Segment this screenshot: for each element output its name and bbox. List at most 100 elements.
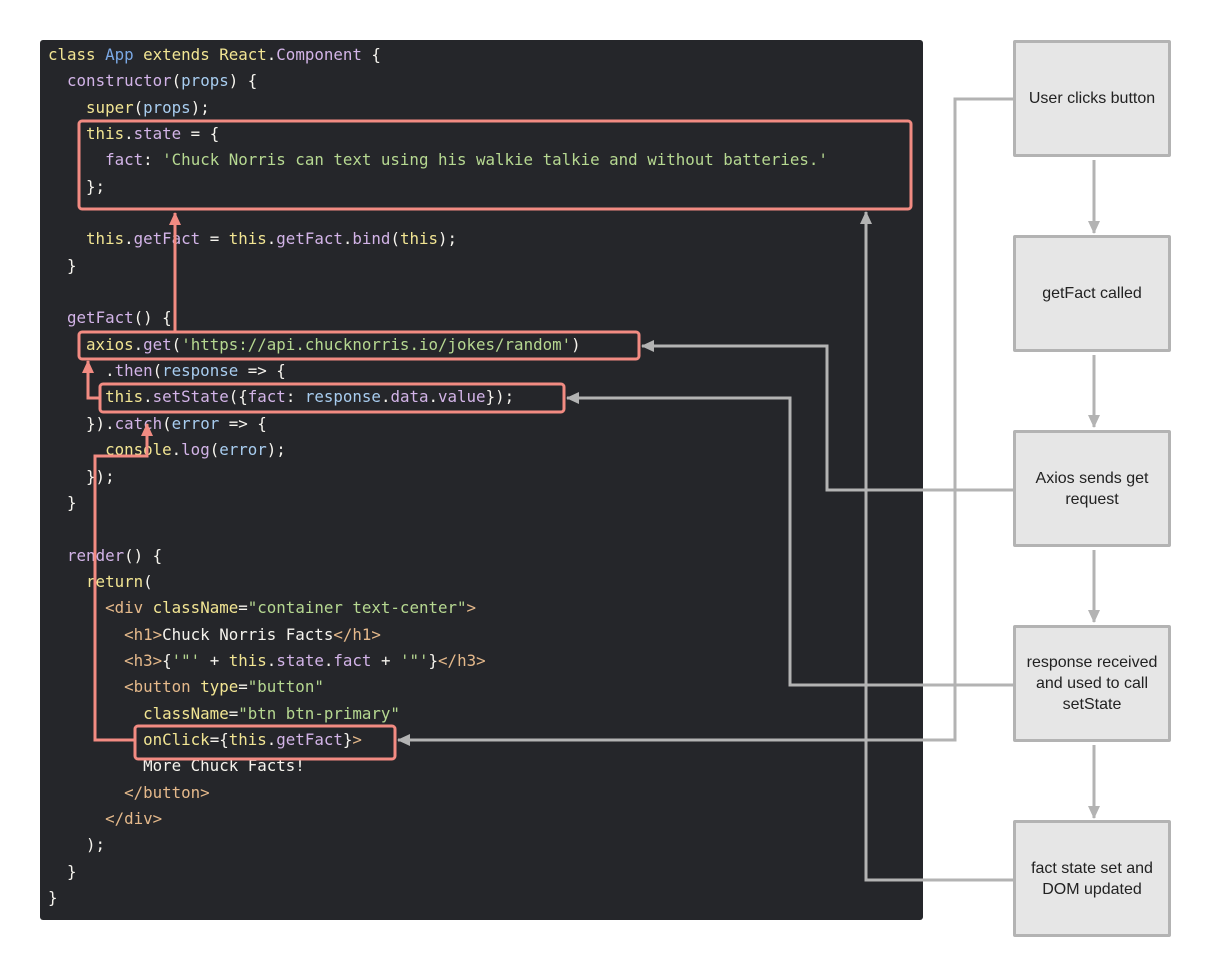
code-token: ); [266,440,286,460]
code-line: </div> [48,806,828,832]
flow-step-axios-request: Axios sends get request [1013,430,1171,547]
code-token: . [133,334,144,354]
code-token [48,440,105,459]
code-token [48,71,67,90]
code-block: class App extends React.Component { cons… [48,42,828,911]
code-token [48,98,86,117]
code-line [48,200,828,226]
code-token: </button> [124,782,210,802]
code-token [48,730,143,749]
code-token: : [143,150,163,170]
code-token: = [228,703,239,723]
code-token: + [371,650,400,670]
code-token: ( [162,413,172,433]
code-token: ={ [209,729,229,749]
code-token: console [105,440,172,460]
code-token: this [86,124,125,144]
code-token: App [105,45,144,64]
code-token: log [181,440,210,460]
code-line: } [48,490,828,516]
code-token: </h1> [333,624,381,644]
code-token: ( [171,71,182,91]
code-line: this.getFact = this.getFact.bind(this); [48,226,828,252]
code-token [48,651,124,670]
code-token: Component [276,45,372,64]
code-token [48,335,86,354]
code-token: = [200,229,229,249]
code-token: . [171,440,182,460]
flow-step-user-clicks: User clicks button [1013,40,1171,157]
code-token: this [228,729,267,749]
code-token: => { [238,361,286,381]
code-token: Chuck Norris Facts [162,624,334,644]
code-token: . [48,361,115,381]
code-token: render [67,545,125,565]
code-token: response [162,361,239,381]
code-token: fact [247,387,286,407]
code-token: fact [333,650,372,670]
code-token [48,598,105,617]
flow-step-label: User clicks button [1028,90,1156,107]
code-line: } [48,859,828,885]
code-token: constructor [67,71,172,91]
code-token [48,572,86,591]
code-token: "button" [247,677,324,697]
code-token [48,546,67,565]
code-line: } [48,253,828,279]
code-token: . [266,650,277,670]
code-line: </button> [48,780,828,806]
code-line [48,516,828,542]
code-token: error [171,413,220,433]
code-editor-panel: class App extends React.Component { cons… [40,40,923,920]
code-token: catch [114,413,163,433]
code-token: . [266,45,277,64]
code-token [48,809,105,828]
code-token: > [352,729,362,749]
code-token: ( [171,334,182,354]
code-token: value [438,387,486,407]
code-token: super [86,97,134,117]
code-token: } [48,255,77,275]
code-token: this [86,229,125,249]
code-token: ( [390,229,400,249]
code-token: . [428,387,439,407]
code-token: props [181,71,229,91]
code-token [48,704,143,723]
code-line: <h1>Chuck Norris Facts</h1> [48,622,828,648]
code-line [48,279,828,305]
code-token: } [428,650,439,670]
code-token: <h3> [124,650,163,670]
code-token: getFact [276,729,343,749]
code-line: axios.get('https://api.chucknorris.io/jo… [48,332,828,358]
code-line: console.log(error); [48,437,828,463]
code-token [48,229,86,248]
code-token: More Chuck Facts! [48,756,305,776]
code-token: } [342,729,353,749]
code-line: render() { [48,543,828,569]
code-token: . [342,229,353,249]
code-line: .then(response => { [48,358,828,384]
code-token: state [133,124,182,144]
code-line: constructor(props) { [48,68,828,94]
flow-step-state-updated: fact state set and DOM updated [1013,820,1171,937]
code-token: setState [152,387,229,407]
code-line: More Chuck Facts! [48,753,828,779]
flow-step-response-received: response received and used to call setSt… [1013,625,1171,742]
code-line: }; [48,174,828,200]
code-line: className="btn btn-primary" [48,701,828,727]
code-token: 'Chuck Norris can text using his walkie … [162,150,828,170]
flow-step-label: response received and used to call setSt… [1026,654,1158,713]
flow-step-label: getFact called [1042,285,1142,302]
code-token: return [86,571,144,591]
code-token: axios [86,334,134,354]
code-line: getFact() { [48,305,828,331]
code-token: > [466,598,477,618]
code-line: <button type="button" [48,674,828,700]
code-token: response [304,387,381,407]
code-token: . [266,229,277,249]
code-token: props [143,97,191,117]
code-line: } [48,885,828,911]
code-token: onClick [143,729,210,749]
code-token: . [124,229,134,249]
code-token: getFact [67,308,134,328]
